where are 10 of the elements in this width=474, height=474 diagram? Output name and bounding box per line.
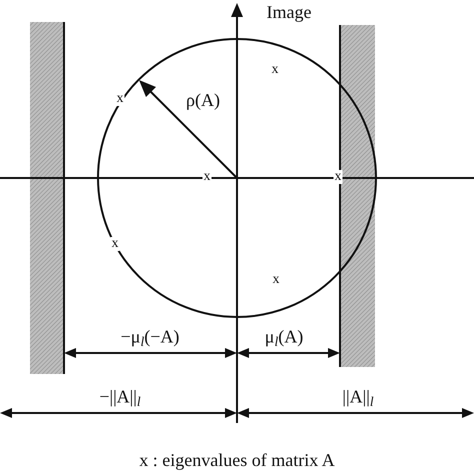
dimension-label: ||A||$_{l}$ [342,388,374,408]
caption: x : eigenvalues of matrix A [138,451,336,469]
eigenvalue-mark: x [334,170,342,184]
dimension-label: −μ$_{l}$(−A) [120,328,180,348]
dimension-label: −||A||$_{l}$ [99,388,141,408]
eigenvalue-mark: x [116,92,124,106]
axis-label: Image [266,3,312,21]
eigenvalue-mark: x [110,237,120,251]
radius-label: ρ(A) [186,91,220,109]
dimension-label: μ$_{l}$(A) [264,328,304,348]
